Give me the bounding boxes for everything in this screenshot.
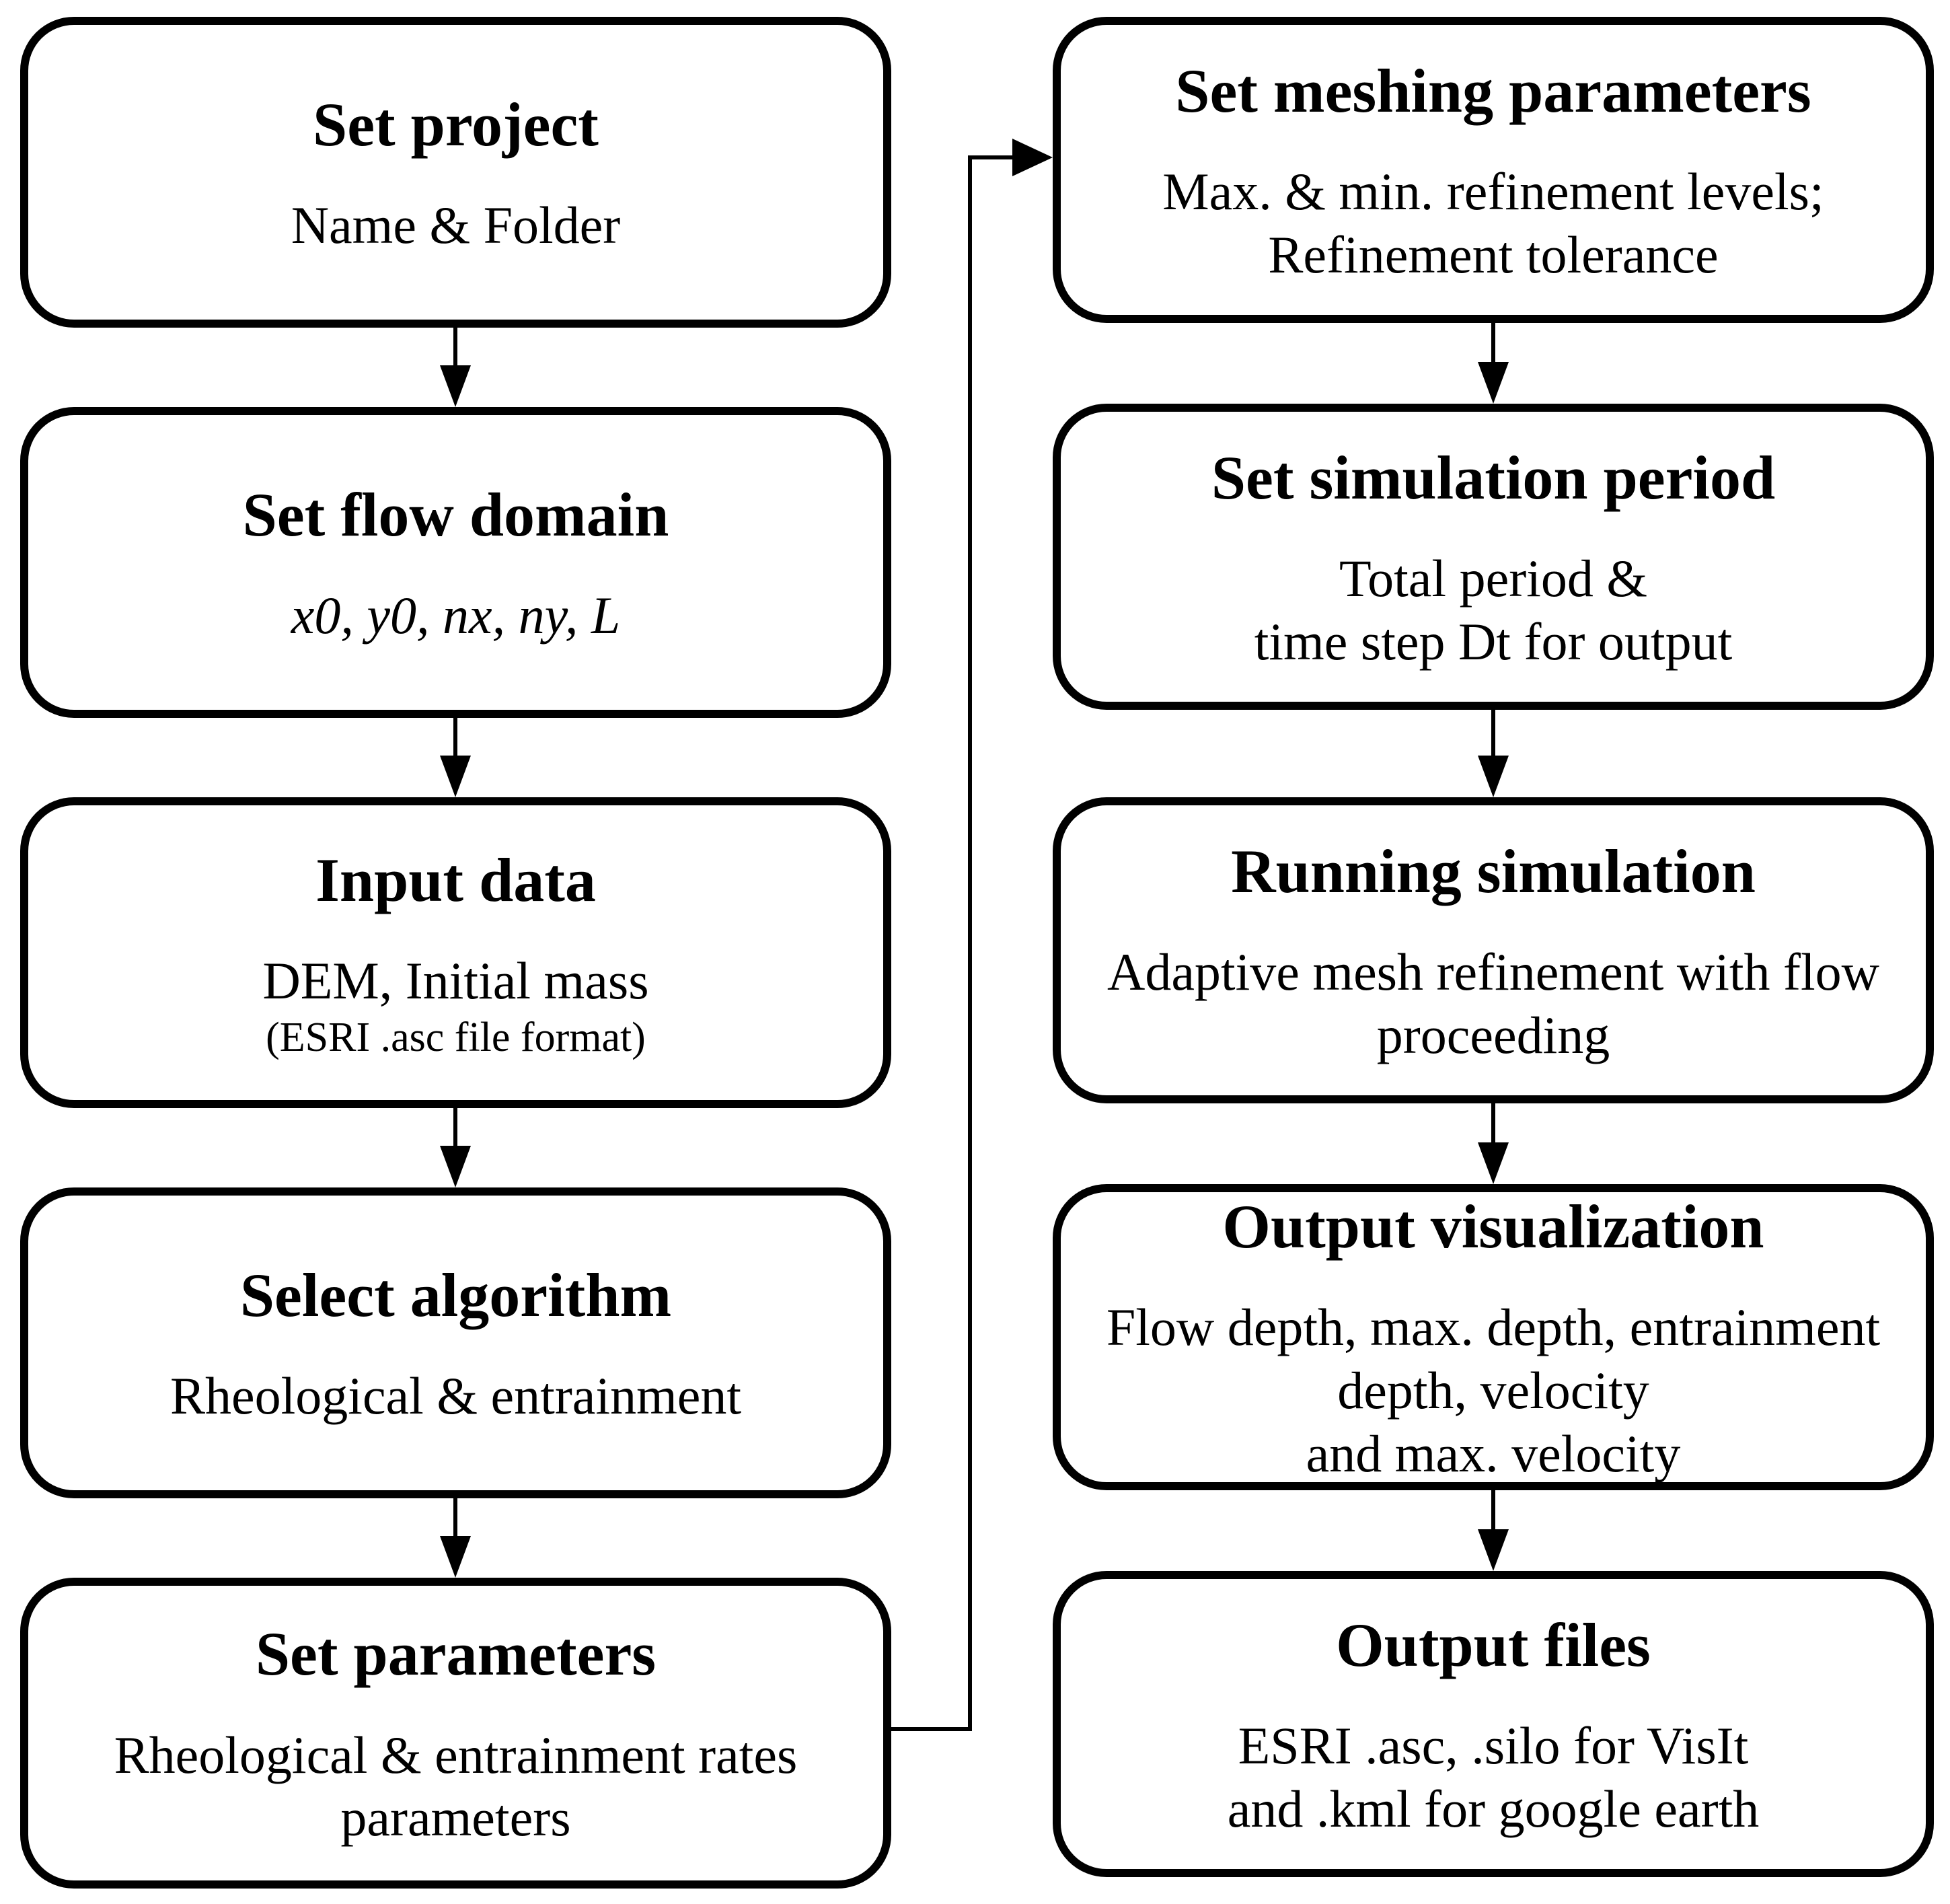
box-body-line-small: (ESRI .asc file format) [266, 1014, 646, 1060]
box-body-line: DEM, Initial mass [262, 951, 649, 1011]
box-body-line: Refinement tolerance [1268, 225, 1719, 284]
box-body: Flow depth, max. depth, entrainment dept… [1107, 1296, 1880, 1485]
arrow-head-icon [440, 756, 471, 797]
arrow-head-icon [440, 1146, 471, 1187]
down-arrow-icon [1478, 710, 1509, 797]
box-body-line: proceeding [1376, 1005, 1610, 1064]
box-title: Set parameters [255, 1619, 657, 1689]
arrow-head-icon [1478, 362, 1509, 404]
flowchart-box-output-visualization: Output visualization Flow depth, max. de… [1053, 1184, 1934, 1490]
arrow-shaft [1491, 323, 1495, 362]
arrow-shaft [453, 1498, 457, 1536]
box-title: Output files [1336, 1610, 1651, 1679]
flowchart-box-set-project: Set project Name & Folder [20, 17, 891, 328]
box-title: Set meshing parameters [1175, 56, 1811, 125]
box-body: x0, y0, nx, ny, L [291, 584, 621, 647]
box-title: Set project [313, 90, 599, 159]
connector-segment-top [968, 155, 1015, 159]
arrow-head-icon [440, 1536, 471, 1578]
box-body: Total period & time step Dt for output [1254, 547, 1733, 673]
connector-segment-bottom [891, 1727, 972, 1731]
box-body-line: depth, velocity [1337, 1360, 1649, 1420]
box-title: Set flow domain [242, 480, 669, 549]
flowchart-box-output-files: Output files ESRI .asc, .silo for VisIt … [1053, 1571, 1934, 1877]
down-arrow-icon [440, 328, 471, 407]
box-body-line: Name & Folder [291, 196, 621, 255]
box-body: Max. & min. refinement levels; Refinemen… [1162, 160, 1824, 286]
down-arrow-icon [440, 718, 471, 797]
connector-segment-vertical [968, 155, 972, 1731]
box-body-line: ESRI .asc, .silo for VisIt [1238, 1716, 1749, 1775]
box-body-line: Rheological & entrainment [170, 1366, 742, 1426]
box-body: Rheological & entrainment rates paramete… [114, 1724, 798, 1850]
box-body-line: parameters [340, 1788, 571, 1847]
arrow-shaft [1491, 1103, 1495, 1142]
flowchart-box-set-flow-domain: Set flow domain x0, y0, nx, ny, L [20, 407, 891, 718]
box-body: DEM, Initial mass (ESRI .asc file format… [262, 949, 648, 1062]
box-title: Running simulation [1231, 836, 1756, 906]
arrow-shaft [1491, 710, 1495, 756]
flowchart-box-input-data: Input data DEM, Initial mass (ESRI .asc … [20, 797, 891, 1108]
flowchart-box-running-simulation: Running simulation Adaptive mesh refinem… [1053, 797, 1934, 1103]
flowchart-box-select-algorithm: Select algorithm Rheological & entrainme… [20, 1187, 891, 1498]
flowchart-box-set-parameters: Set parameters Rheological & entrainment… [20, 1578, 891, 1889]
down-arrow-icon [440, 1498, 471, 1578]
flowchart-box-set-meshing-parameters: Set meshing parameters Max. & min. refin… [1053, 17, 1934, 323]
box-body-line-math: x0, y0, nx, ny, L [291, 586, 621, 645]
box-body-line: time step Dt for output [1254, 612, 1733, 671]
box-body-line: Rheological & entrainment rates [114, 1725, 798, 1784]
arrow-shaft [453, 718, 457, 756]
right-arrow-head-icon [1012, 139, 1053, 176]
down-arrow-icon [1478, 323, 1509, 404]
box-body-line: Max. & min. refinement levels; [1162, 162, 1824, 221]
arrow-head-icon [440, 365, 471, 407]
down-arrow-icon [1478, 1490, 1509, 1571]
box-title: Input data [315, 845, 596, 914]
box-body: ESRI .asc, .silo for VisIt and .kml for … [1228, 1714, 1760, 1840]
box-body: Adaptive mesh refinement with flow proce… [1107, 941, 1879, 1066]
box-body-line: and .kml for google earth [1227, 1779, 1760, 1838]
box-title: Set simulation period [1211, 443, 1776, 512]
box-body: Name & Folder [291, 194, 621, 257]
arrow-head-icon [1478, 756, 1509, 797]
box-body-line: Flow depth, max. depth, entrainment [1106, 1298, 1881, 1357]
box-body-line: Adaptive mesh refinement with flow [1107, 943, 1880, 1002]
arrow-shaft [453, 328, 457, 365]
box-body: Rheological & entrainment [170, 1364, 741, 1428]
box-body-line: Total period & [1339, 549, 1648, 608]
box-body-line: and max. velocity [1306, 1424, 1681, 1483]
arrow-shaft [453, 1108, 457, 1146]
down-arrow-icon [440, 1108, 471, 1187]
arrow-head-icon [1478, 1142, 1509, 1184]
down-arrow-icon [1478, 1103, 1509, 1184]
box-title: Output visualization [1222, 1192, 1764, 1261]
arrow-shaft [1491, 1490, 1495, 1529]
arrow-head-icon [1478, 1529, 1509, 1571]
flowchart-box-set-simulation-period: Set simulation period Total period & tim… [1053, 404, 1934, 710]
box-title: Select algorithm [239, 1261, 672, 1329]
